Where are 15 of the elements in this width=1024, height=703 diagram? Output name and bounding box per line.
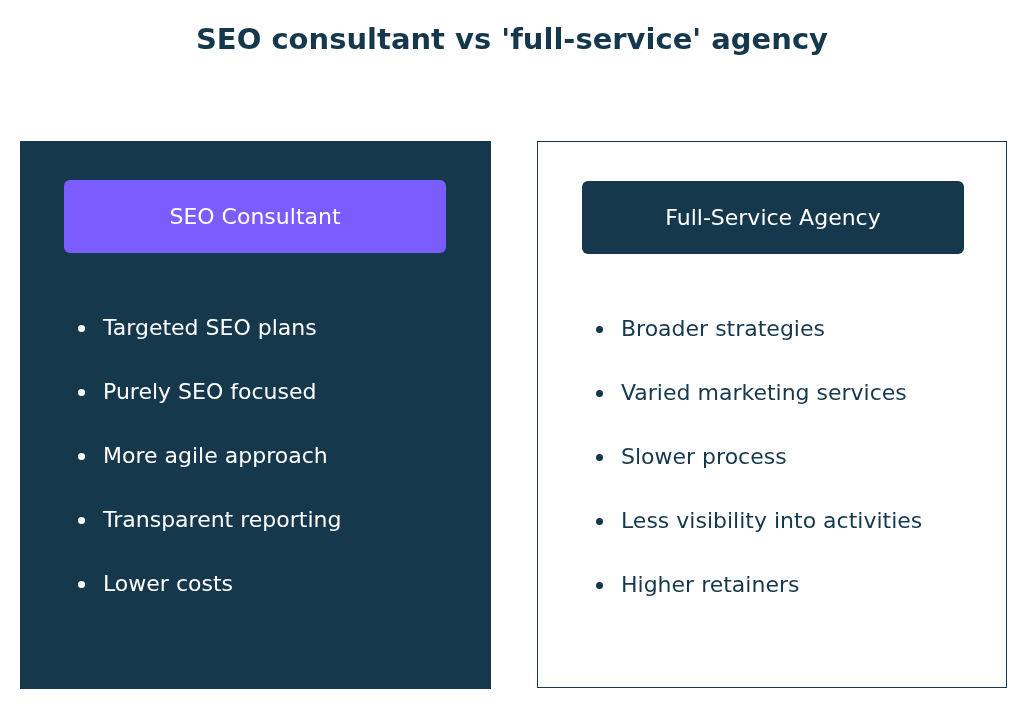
comparison-panel: [537, 141, 1007, 688]
bullet-item: Varied marketing services: [596, 378, 923, 442]
bullet-item: Transparent reporting: [78, 505, 342, 569]
panel-header: SEO Consultant: [64, 180, 446, 253]
bullet-item: More agile approach: [78, 441, 342, 505]
diagram-title: SEO consultant vs 'full-service' agency: [194, 22, 830, 56]
comparison-panel: [20, 141, 491, 689]
panel-header: Full-Service Agency: [582, 181, 964, 254]
bullet-item: Purely SEO focused: [78, 377, 342, 441]
bullet-item: Lower costs: [78, 569, 342, 633]
bullet-item: Broader strategies: [596, 314, 923, 378]
bullet-item: Higher retainers: [596, 570, 923, 634]
bullet-item: Slower process: [596, 442, 923, 506]
bullet-item: Targeted SEO plans: [78, 313, 342, 377]
bullet-item: Less visibility into activities: [596, 506, 923, 570]
